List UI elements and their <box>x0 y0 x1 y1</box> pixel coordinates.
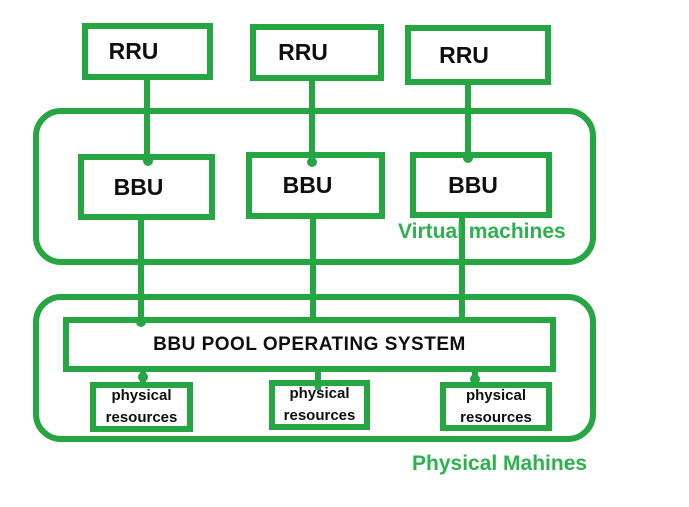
physical-resources-box-3: physical resources <box>440 382 552 431</box>
physical-resources-1-line2: resources <box>105 409 178 426</box>
physical-resources-3-line2: resources <box>460 408 532 426</box>
physical-resources-1-line1: physical <box>111 387 172 405</box>
connector-bbu3-pool <box>459 214 465 322</box>
bbu-label-2: BBU <box>282 172 333 198</box>
bbu-label-1: BBU <box>113 173 164 200</box>
bbu-pool-box: BBU POOL OPERATING SYSTEM <box>63 317 556 372</box>
rru-label-3: RRU <box>439 41 489 68</box>
rru-label-1: RRU <box>108 38 159 64</box>
connector-pool-resources2 <box>315 368 321 390</box>
connector-arrowhead <box>311 382 325 391</box>
physical-machines-label: Physical Mahines <box>412 452 588 475</box>
connector-rru1-bbu1 <box>144 76 150 164</box>
connector-endpoint-dot <box>136 317 146 327</box>
connector-endpoint-dot <box>138 372 148 382</box>
connector-rru3-bbu3 <box>465 81 471 162</box>
bbu-box-3: BBU <box>410 152 552 218</box>
physical-resources-3-line1: physical <box>465 386 527 404</box>
physical-resources-label-3: physical resources <box>460 385 532 429</box>
connector-endpoint-dot <box>307 157 317 167</box>
connector-endpoint-dot <box>470 374 480 384</box>
rru-label-2: RRU <box>278 39 328 65</box>
virtual-machines-label: Virtual machines <box>398 220 566 243</box>
physical-resources-2-line2: resources <box>283 407 356 424</box>
bbu-label-3: BBU <box>448 171 498 198</box>
physical-resources-2-line1: physical <box>289 385 350 403</box>
physical-resources-box-1: physical resources <box>90 382 193 432</box>
physical-resources-label-1: physical resources <box>106 385 178 429</box>
rru-box-3: RRU <box>405 25 551 85</box>
rru-box-2: RRU <box>250 24 384 81</box>
connector-bbu2-pool <box>310 215 316 322</box>
bbu-pool-label: BBU POOL OPERATING SYSTEM <box>153 333 466 355</box>
connector-rru2-bbu2 <box>309 77 315 164</box>
connector-bbu1-pool <box>138 216 144 322</box>
connector-endpoint-dot <box>143 156 153 166</box>
connector-endpoint-dot <box>463 153 473 163</box>
rru-box-1: RRU <box>82 23 213 80</box>
physical-resources-label-2: physical resources <box>284 383 356 427</box>
